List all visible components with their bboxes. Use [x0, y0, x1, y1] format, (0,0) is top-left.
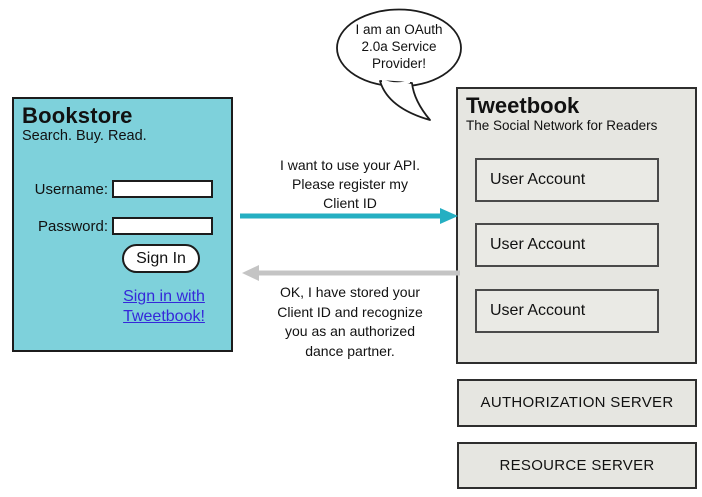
- bubble-line3: Provider!: [371, 56, 427, 71]
- response-line4: dance partner.: [305, 342, 395, 359]
- speech-bubble: [336, 8, 462, 121]
- bookstore-title: Bookstore: [22, 103, 133, 128]
- bubble-line2: 2.0a Service: [361, 39, 437, 54]
- authorization-server-box: AUTHORIZATION SERVER: [457, 379, 697, 427]
- password-input[interactable]: [112, 217, 213, 235]
- request-arrow: [240, 208, 458, 224]
- oauth-link-line1: Sign in with: [123, 288, 205, 305]
- password-label: Password:: [37, 218, 108, 235]
- response-arrow: [242, 265, 460, 281]
- bookstore-panel: Bookstore Search. Buy. Read. Username: P…: [12, 97, 233, 352]
- sign-in-button[interactable]: Sign In: [122, 244, 200, 273]
- request-caption: I want to use your API. Please register …: [250, 156, 450, 213]
- request-line2: Please register my: [292, 176, 408, 192]
- request-line3: Client ID: [323, 195, 377, 211]
- user-account-box: User Account: [475, 289, 659, 333]
- username-label: Username:: [34, 181, 108, 198]
- username-input[interactable]: [112, 180, 213, 198]
- request-line1: I want to use your API.: [279, 157, 421, 173]
- response-line1: OK, I have stored your: [279, 284, 421, 300]
- response-line2: Client ID and recognize: [277, 303, 423, 320]
- response-line3: you as an authorized: [285, 323, 415, 339]
- tweetbook-tagline: The Social Network for Readers: [466, 118, 658, 133]
- user-account-box: User Account: [475, 158, 659, 202]
- sign-in-with-tweetbook-link[interactable]: Sign in with Tweetbook!: [102, 287, 226, 327]
- tweetbook-panel: Tweetbook The Social Network for Readers…: [456, 87, 697, 364]
- tweetbook-title: Tweetbook: [466, 93, 580, 118]
- speech-bubble-text: I am an OAuth 2.0a Service Provider!: [341, 21, 457, 72]
- bubble-line1: I am an OAuth: [355, 22, 443, 37]
- bookstore-tagline: Search. Buy. Read.: [22, 128, 147, 144]
- resource-server-box: RESOURCE SERVER: [457, 442, 697, 489]
- oauth-link-line2: Tweetbook!: [123, 308, 205, 325]
- user-account-box: User Account: [475, 223, 659, 267]
- response-caption: OK, I have stored your Client ID and rec…: [245, 283, 455, 361]
